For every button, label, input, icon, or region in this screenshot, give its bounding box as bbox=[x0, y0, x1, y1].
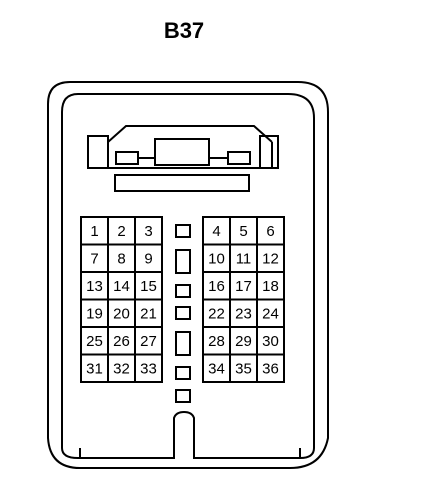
pin-number: 17 bbox=[235, 278, 252, 295]
pin-cavity bbox=[256, 298, 285, 328]
pin-number: 9 bbox=[144, 250, 152, 267]
key-slot bbox=[175, 306, 191, 320]
pin-number: 23 bbox=[235, 305, 252, 322]
pin-number: 35 bbox=[235, 360, 252, 377]
pin-cavity bbox=[134, 326, 163, 356]
pin-number: 20 bbox=[113, 305, 130, 322]
pin-cavity bbox=[256, 243, 285, 273]
pin-number: 25 bbox=[86, 333, 103, 350]
center-key-slots bbox=[175, 224, 191, 403]
pin-number: 19 bbox=[86, 305, 103, 322]
pin-number: 18 bbox=[262, 278, 279, 295]
pin-cavity bbox=[256, 216, 285, 246]
pin-cavity bbox=[134, 298, 163, 328]
key-slot bbox=[175, 331, 191, 356]
pin-number: 28 bbox=[208, 333, 225, 350]
pin-number: 22 bbox=[208, 305, 225, 322]
key-slot bbox=[175, 366, 191, 380]
pin-number: 14 bbox=[113, 278, 130, 295]
pin-number: 16 bbox=[208, 278, 225, 295]
pin-block-right: 4 5 6 10 11 12 16 17 18 22 23 24 28 29 30 34 35 36 bbox=[202, 216, 285, 383]
pin-cavity bbox=[256, 326, 285, 356]
pin-number: 7 bbox=[90, 250, 98, 267]
pin-number: 5 bbox=[239, 223, 247, 240]
pin-block-left: 1 2 3 7 8 9 13 14 15 19 20 21 25 26 27 31 32 33 bbox=[80, 216, 163, 383]
connector-latch bbox=[87, 125, 279, 192]
pin-number: 13 bbox=[86, 278, 103, 295]
connector-title: B37 bbox=[164, 18, 204, 43]
pin-number: 2 bbox=[117, 223, 125, 240]
pin-cavity bbox=[134, 353, 163, 383]
pin-cavity bbox=[229, 326, 258, 356]
connector-outer-housing bbox=[47, 81, 329, 469]
pin-number: 3 bbox=[144, 223, 152, 240]
connector-inner-housing bbox=[61, 93, 315, 459]
pin-number: 32 bbox=[113, 360, 130, 377]
pin-number: 11 bbox=[236, 250, 252, 267]
key-slot bbox=[175, 389, 191, 403]
pin-number: 15 bbox=[140, 278, 157, 295]
pin-number: 8 bbox=[117, 250, 125, 267]
pin-number: 6 bbox=[266, 223, 274, 240]
pin-cavity bbox=[256, 353, 285, 383]
pin-number: 24 bbox=[262, 305, 279, 322]
pin-cavity bbox=[229, 271, 258, 301]
key-slot bbox=[175, 249, 191, 274]
pin-number: 21 bbox=[140, 305, 157, 322]
pin-cavity bbox=[80, 326, 109, 356]
pin-number: 29 bbox=[235, 333, 252, 350]
pin-number: 12 bbox=[262, 250, 279, 267]
pin-cavity bbox=[80, 353, 109, 383]
pin-number: 33 bbox=[140, 360, 157, 377]
pin-number: 26 bbox=[113, 333, 130, 350]
pin-number: 1 bbox=[90, 223, 98, 240]
key-slot bbox=[175, 284, 191, 298]
pin-number: 31 bbox=[86, 360, 103, 377]
pin-cavity bbox=[202, 353, 231, 383]
key-slot bbox=[175, 224, 191, 238]
pin-number: 27 bbox=[140, 333, 157, 350]
pin-number: 34 bbox=[208, 360, 225, 377]
pin-number: 36 bbox=[262, 360, 279, 377]
pin-number: 10 bbox=[208, 250, 225, 267]
pin-cavity bbox=[134, 271, 163, 301]
pin-number: 30 bbox=[262, 333, 279, 350]
pin-number: 4 bbox=[212, 223, 220, 240]
